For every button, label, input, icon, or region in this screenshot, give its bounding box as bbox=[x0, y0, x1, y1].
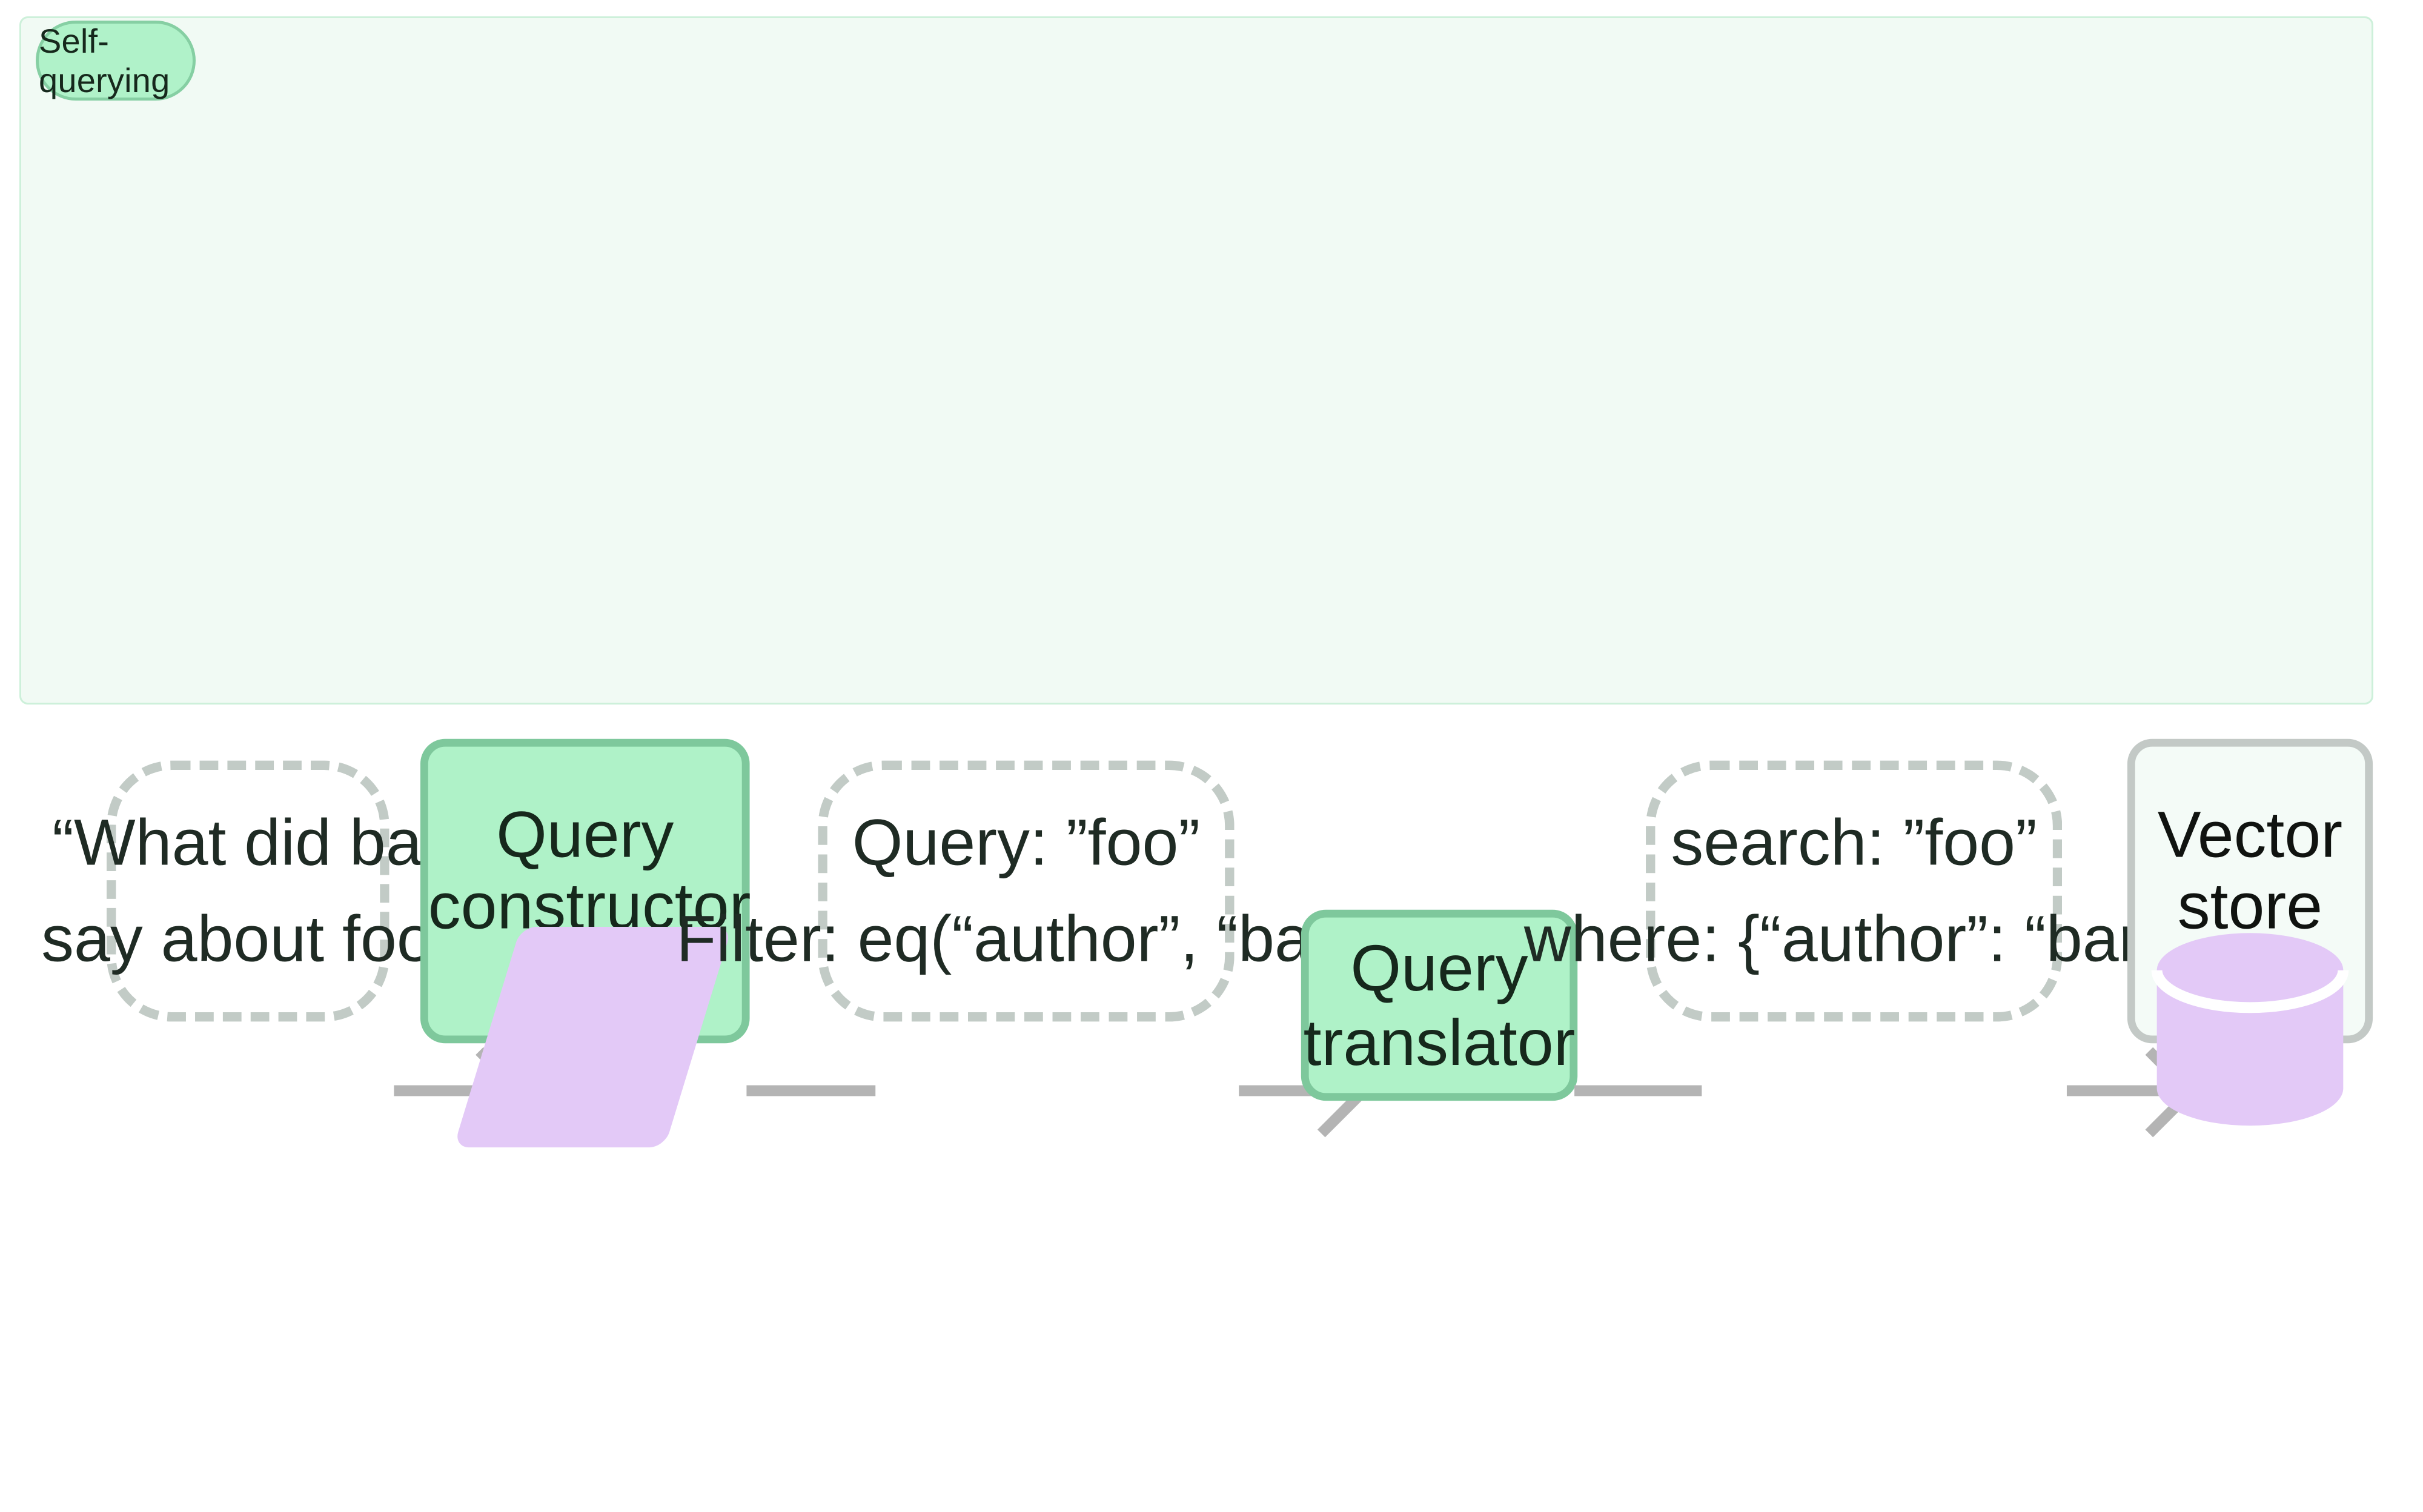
node-translated-query-line2: where: {“author”: “bar”} bbox=[1523, 901, 2184, 975]
node-structured-query[interactable]: Query: ”foo” Filter: eq(“author”, “bar”) bbox=[676, 760, 1376, 1022]
node-vector-store-label: Vector store bbox=[2157, 798, 2343, 943]
diagram-canvas: Self-querying “What did bar say about fo… bbox=[19, 16, 2373, 1148]
node-structured-query-line2: Filter: eq(“author”, “bar”) bbox=[676, 901, 1376, 975]
node-structured-query-line1: Query: ”foo” bbox=[852, 805, 1201, 879]
database-cylinder-icon bbox=[2151, 933, 2349, 1126]
node-vector-store[interactable]: Vector store bbox=[2127, 738, 2373, 1126]
node-user-question-line2: say about foo” bbox=[41, 901, 455, 975]
edge-translator-to-translated-query bbox=[1574, 1085, 1702, 1096]
flow-row: “What did bar say about foo” Query const… bbox=[21, 18, 2423, 1512]
edge-constructor-to-structured-query bbox=[746, 1085, 876, 1096]
node-translated-query-line1: search: ”foo” bbox=[1671, 805, 2037, 879]
node-user-question[interactable]: “What did bar say about foo” bbox=[41, 760, 455, 1022]
node-user-question-line1: “What did bar bbox=[52, 805, 444, 879]
self-querying-subgraph: Self-querying “What did bar say about fo… bbox=[19, 16, 2373, 1148]
node-translated-query[interactable]: search: ”foo” where: {“author”: “bar”} bbox=[1524, 760, 2184, 1022]
